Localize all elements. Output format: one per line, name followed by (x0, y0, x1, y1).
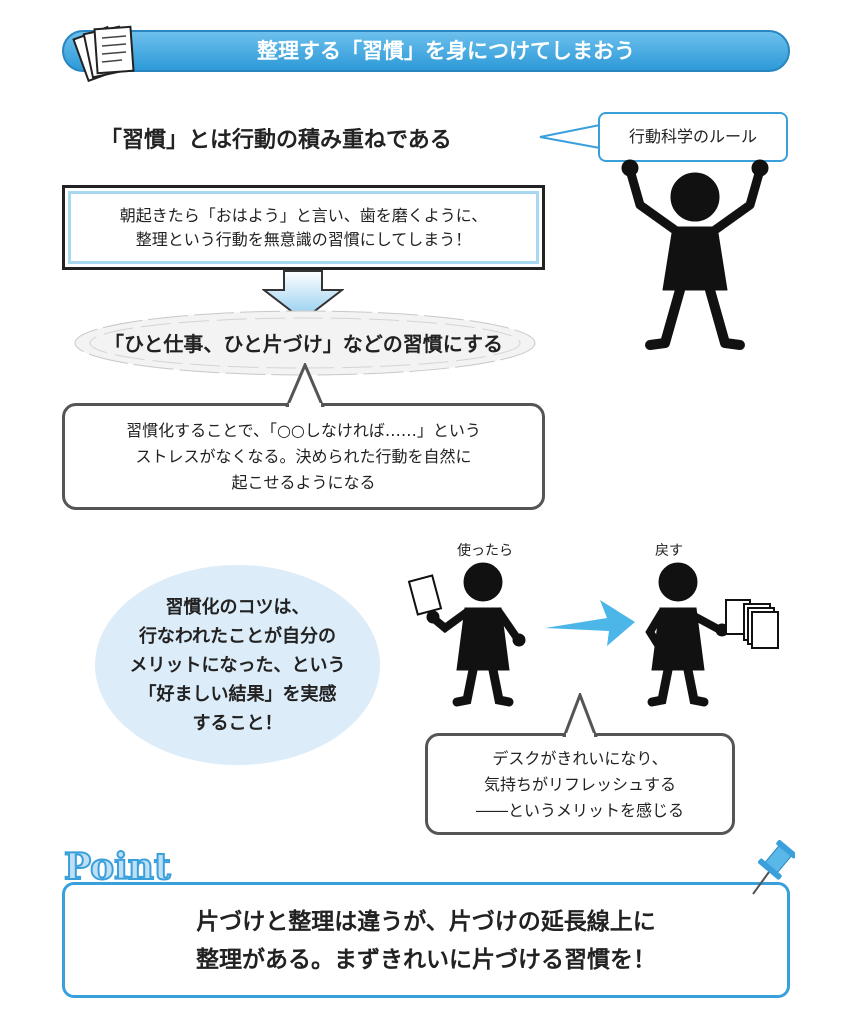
bubble-tail (539, 123, 602, 150)
label-after-use: 使ったら (457, 543, 513, 559)
right-arrow-icon (545, 600, 635, 646)
habit-example-box: 朝起きたら「おはよう」と言い、歯を磨くように、 整理という行動を無意識の習慣にし… (62, 185, 545, 270)
point-box: 片づけと整理は違うが、片づけの延長線上に 整理がある。まずきれいに片づける習慣を… (62, 882, 790, 998)
tip-line: メリットになった、という (129, 655, 346, 676)
pushpin-icon (752, 840, 795, 895)
bubble-tail (562, 693, 598, 737)
rule-bubble: 行動科学のルール (598, 112, 788, 162)
point-line: 整理がある。まずきれいに片づける習慣を！ (196, 947, 656, 973)
box2-line: 起こせるようになる (231, 473, 376, 492)
figure-arms-raised-icon (621, 159, 769, 350)
tip-ellipse: 習慣化のコツは、 行なわれたことが自分の メリットになった、という 「好ましい結… (95, 565, 380, 765)
box2-line: 習慣化することで、「○○しなければ……」という (126, 421, 481, 440)
box3-line: デスクがきれいになり、 (492, 749, 668, 768)
documents-icon (72, 25, 135, 82)
habit-statement: 「ひと仕事、ひと片づけ」などの習慣にする (104, 332, 503, 356)
section-heading: 「習慣」とは行動の積み重ねである (100, 128, 452, 153)
box3-line: ――というメリットを感じる (475, 801, 684, 820)
point-logo: Point (63, 845, 172, 889)
figure-holding-paper-icon (407, 562, 526, 707)
point-line: 片づけと整理は違うが、片づけの延長線上に (196, 909, 656, 935)
banner-title: 整理する「習慣」を身につけてしまおう (257, 39, 635, 63)
box3-line: 気持ちがリフレッシュする (483, 775, 676, 794)
tip-line: 「好ましい結果」を実感 (138, 684, 337, 705)
merit-box: デスクがきれいになり、 気持ちがリフレッシュする ――というメリットを感じる (425, 733, 735, 835)
figure-returning-papers-icon (645, 562, 779, 707)
box1-line: 朝起きたら「おはよう」と言い、歯を磨くように、 (119, 206, 488, 225)
tip-line: 習慣化のコツは、 (165, 597, 310, 618)
title-banner: 整理する「習慣」を身につけてしまおう (62, 30, 790, 72)
tip-line: すること！ (192, 713, 283, 734)
box1-line: 整理という行動を無意識の習慣にしてしまう！ (135, 230, 472, 249)
down-arrow-icon (262, 270, 344, 322)
tip-line: 行なわれたことが自分の (138, 626, 337, 647)
bubble-tail (285, 363, 325, 407)
stress-relief-box: 習慣化することで、「○○しなければ……」という ストレスがなくなる。決められた行… (62, 403, 545, 510)
box2-line: ストレスがなくなる。決められた行動を自然に (135, 447, 472, 466)
label-return: 戻す (655, 543, 683, 559)
